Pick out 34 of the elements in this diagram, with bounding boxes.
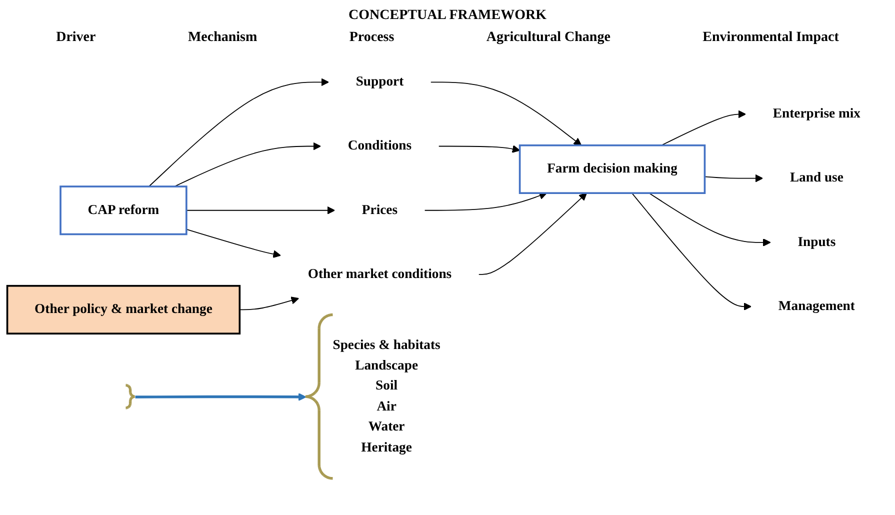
arrow (704, 174, 764, 182)
node-text: Land use (790, 170, 844, 186)
node-box (60, 186, 188, 236)
arrow (631, 192, 752, 311)
arrow (660, 110, 746, 146)
arrow (648, 192, 771, 247)
arrow (186, 206, 336, 215)
node-text: Species & habitats Landscape Soil Air Water Heritage (332, 338, 440, 455)
column-heading: Driver (56, 30, 96, 46)
node-box (6, 285, 241, 335)
arrow (430, 82, 582, 146)
node-text: Enterprise mix (772, 106, 860, 122)
arrow (478, 192, 588, 276)
column-heading: Agricultural Change (486, 30, 610, 46)
node-text: Support (356, 74, 404, 90)
arrow (239, 296, 300, 310)
diagram-title: CONCEPTUAL FRAMEWORK (348, 8, 548, 24)
flowchart: CAP reform Other policy & market change Support Conditions Prices Other market conditions Farm decision making Enterprise mix Land use Inputs Management Species & habitats Landscape Soil Air Water Heritage (0, 51, 895, 486)
node-text: Prices (362, 203, 398, 218)
node-text: Inputs (798, 235, 836, 250)
node-box (518, 144, 706, 194)
node-text: Conditions (348, 138, 412, 154)
arrow (174, 142, 321, 188)
arrow (148, 78, 329, 188)
node-bracket (124, 384, 136, 410)
node-text: Management (778, 299, 855, 314)
arrow (135, 393, 306, 402)
column-heading: Mechanism (188, 30, 258, 46)
arrow (186, 229, 281, 258)
node-text: Other market conditions (308, 267, 452, 282)
arrow (424, 192, 548, 211)
column-heading: Environmental Impact (702, 30, 839, 46)
arrow (438, 145, 520, 154)
column-heading: Process (349, 30, 394, 46)
